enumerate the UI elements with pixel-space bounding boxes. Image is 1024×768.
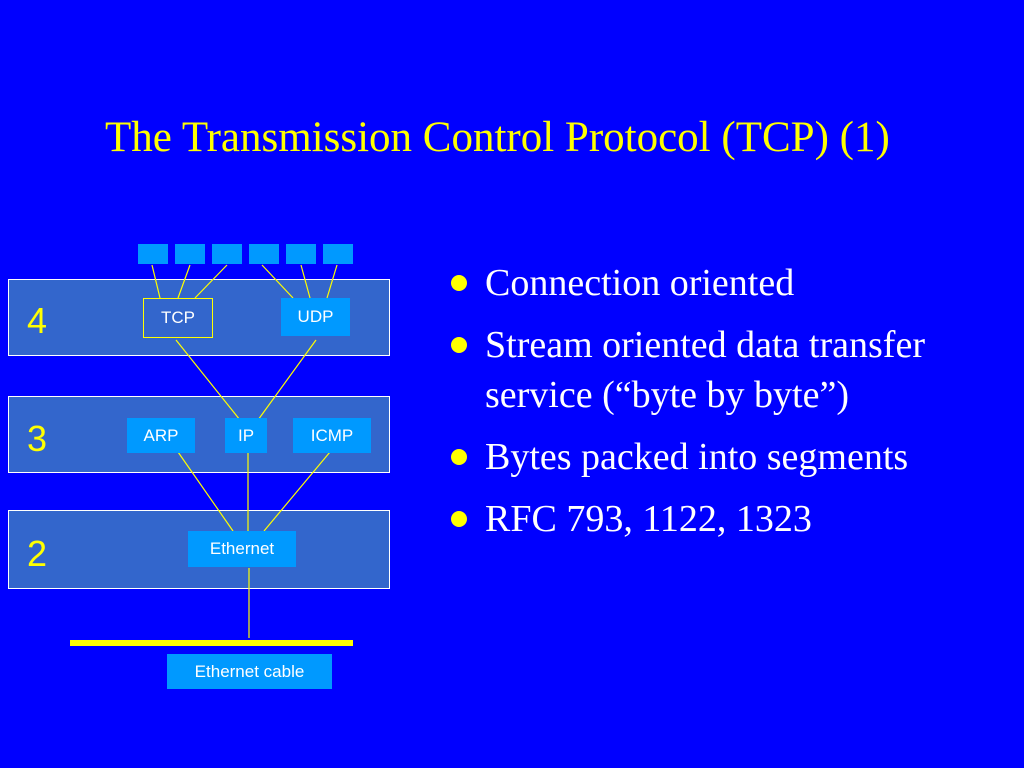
bullet-dot-icon [451, 449, 467, 465]
bullet-item: Stream oriented data transfer service (“… [445, 320, 1005, 420]
bullet-item: Connection oriented [445, 258, 1005, 308]
ip-box: IP [225, 418, 267, 453]
bullet-item: Bytes packed into segments [445, 432, 1005, 482]
bullet-text: Stream oriented data transfer service (“… [485, 324, 925, 416]
udp-box: UDP [281, 298, 350, 336]
port-square [249, 244, 279, 264]
port-square [175, 244, 205, 264]
bullet-text: RFC 793, 1122, 1323 [485, 498, 812, 540]
ethernet-box: Ethernet [188, 531, 296, 567]
port-square [212, 244, 242, 264]
icmp-box: ICMP [293, 418, 371, 453]
bullet-dot-icon [451, 511, 467, 527]
bullet-dot-icon [451, 275, 467, 291]
port-square [138, 244, 168, 264]
bullet-list: Connection oriented Stream oriented data… [445, 258, 1005, 556]
ethernet-cable-label: Ethernet cable [167, 654, 332, 689]
layer-4-number: 4 [27, 300, 48, 341]
port-square [323, 244, 353, 264]
slide-title: The Transmission Control Protocol (TCP) … [105, 114, 890, 161]
bullet-dot-icon [451, 337, 467, 353]
tcp-box: TCP [143, 298, 213, 338]
bullet-text: Bytes packed into segments [485, 436, 909, 478]
layer-2-number: 2 [27, 533, 48, 574]
bullet-item: RFC 793, 1122, 1323 [445, 494, 1005, 544]
port-square [286, 244, 316, 264]
layer-3-number: 3 [27, 418, 48, 459]
bullet-text: Connection oriented [485, 262, 795, 304]
arp-box: ARP [127, 418, 195, 453]
